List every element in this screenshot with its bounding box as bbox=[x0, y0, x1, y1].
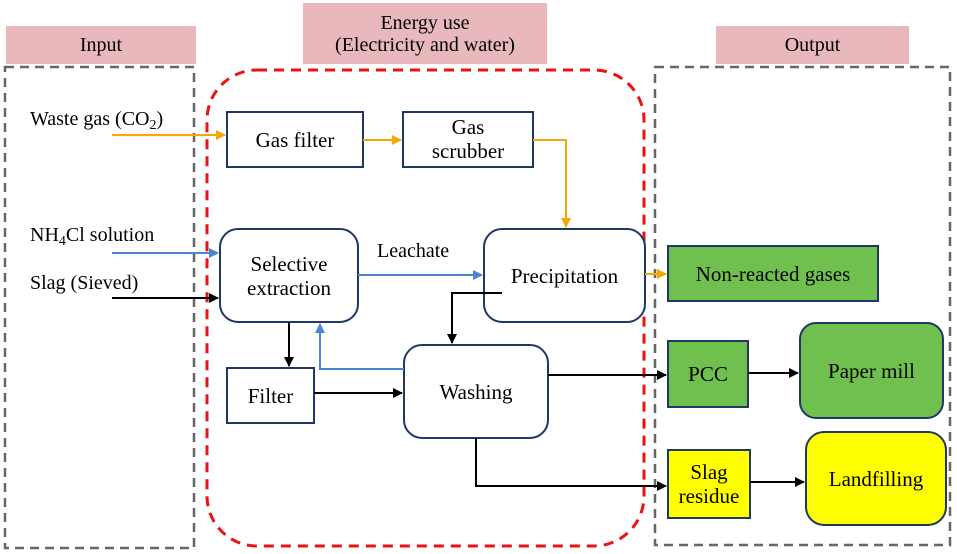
slag-residue-label: Slag residue bbox=[678, 460, 740, 508]
output-header: Output bbox=[716, 26, 909, 64]
arrow-precipitation-to-washing bbox=[447, 292, 502, 344]
gas-filter-box bbox=[226, 111, 364, 168]
output-header-label: Output bbox=[784, 34, 841, 56]
waste-gas-label: Waste gas (CO2) bbox=[30, 108, 164, 133]
non-reacted-gases-box bbox=[667, 245, 879, 302]
filter-label: Filter bbox=[247, 383, 294, 408]
energy-header-line2: (Electricity and water) bbox=[335, 33, 515, 56]
precipitation-box bbox=[483, 228, 646, 323]
slag-residue-box bbox=[667, 449, 751, 519]
nh4cl-solution-label: NH4Cl solution bbox=[30, 224, 155, 249]
precipitation-label: Precipitation bbox=[510, 263, 619, 288]
arrow-scrubber-to-precipitation bbox=[533, 139, 571, 228]
leachate-label: Leachate bbox=[377, 240, 450, 262]
input-header-label: Input bbox=[79, 34, 123, 56]
paper-mill-box bbox=[799, 322, 944, 419]
selective-extraction-label: Selective extraction bbox=[247, 251, 331, 300]
pcc-box bbox=[667, 340, 749, 408]
paper-mill-label: Paper mill bbox=[828, 358, 915, 383]
energy-header-line1: Energy use bbox=[380, 11, 470, 34]
gas-scrubber-label: Gas scrubber bbox=[431, 114, 505, 163]
filter-box bbox=[226, 367, 315, 424]
landfilling-box bbox=[805, 431, 947, 526]
landfilling-label: Landfilling bbox=[828, 466, 924, 491]
non-reacted-gases-label: Non-reacted gases bbox=[695, 261, 851, 286]
input-header: Input bbox=[6, 26, 196, 64]
slag-sieved-label: Slag (Sieved) bbox=[30, 272, 139, 294]
arrow-washing-to-slag-residue bbox=[475, 438, 667, 491]
input-group-border bbox=[3, 65, 196, 550]
gas-filter-label: Gas filter bbox=[255, 127, 335, 152]
pcc-label: PCC bbox=[688, 362, 728, 386]
output-group-border bbox=[653, 65, 952, 547]
energy-use-header: Energy use (Electricity and water) bbox=[303, 3, 547, 64]
washing-label: Washing bbox=[439, 379, 513, 404]
arrow-washing-recycle-to-selective bbox=[315, 323, 404, 370]
